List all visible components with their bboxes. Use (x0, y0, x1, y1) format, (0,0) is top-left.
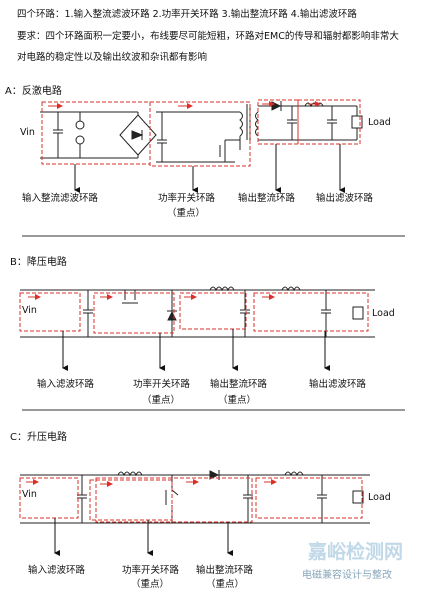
flyback-output-rect-label: 输出整流环路 (238, 193, 296, 204)
flyback-switch-loop-label: 功率开关环路 (158, 193, 216, 204)
boost-output-rect-label: 输出整流环路 (196, 565, 254, 576)
buck-load-label: Load (372, 308, 395, 319)
boost-circuit (20, 470, 370, 524)
buck-output-rect-key-label: （重点） (218, 395, 257, 406)
boost-switch-key-label: （重点） (131, 579, 170, 590)
flyback-output-filter-label: 输出滤波环路 (316, 193, 374, 204)
buck-loops (19, 292, 369, 334)
boost-vin-label: Vin (22, 489, 37, 500)
buck-switch-key-label: （重点） (142, 395, 181, 406)
watermark-large: 嘉峪检测网 (308, 541, 404, 563)
boost-input-loop-label: 输入滤波环路 (28, 565, 86, 576)
buck-output-rect-label: 输出整流环路 (210, 379, 268, 390)
boost-loops (19, 477, 363, 523)
section-b-title: B：降压电路 (10, 257, 67, 268)
flyback-switch-key-label: （重点） (167, 208, 206, 219)
header-line-3: 对电路的稳定性以及输出纹波和杂讯都有影响 (17, 52, 208, 63)
flyback-circuit (40, 101, 363, 163)
buck-vin-label: Vin (22, 305, 37, 316)
buck-circuit (20, 286, 375, 338)
watermark-small: 电磁兼容设计与整改 (302, 570, 392, 581)
flyback-vin-label: Vin (20, 127, 35, 138)
boost-output-rect-key-label: （重点） (206, 579, 245, 590)
buck-switch-loop-label: 功率开关环路 (133, 379, 191, 390)
section-a-title: A：反激电路 (5, 86, 62, 97)
flyback-loops (41, 99, 361, 167)
boost-switch-loop-label: 功率开关环路 (122, 565, 180, 576)
buck-output-filter-label: 输出滤波环路 (309, 379, 367, 390)
flyback-load-label: Load (368, 117, 391, 128)
header-line-1: 四个环路：1.输入整流滤波环路 2.功率开关环路 3.输出整流环路 4.输出滤波… (17, 9, 357, 20)
buck-input-loop-label: 输入滤波环路 (37, 379, 95, 390)
section-c-title: C：升压电路 (10, 432, 67, 443)
header-line-2: 要求：四个环路面积一定要小，布线要尽可能短粗，环路对EMC的传导和辐射都影响非常… (17, 31, 399, 42)
boost-load-label: Load (368, 492, 391, 503)
flyback-input-loop-label: 输入整流滤波环路 (22, 193, 99, 204)
